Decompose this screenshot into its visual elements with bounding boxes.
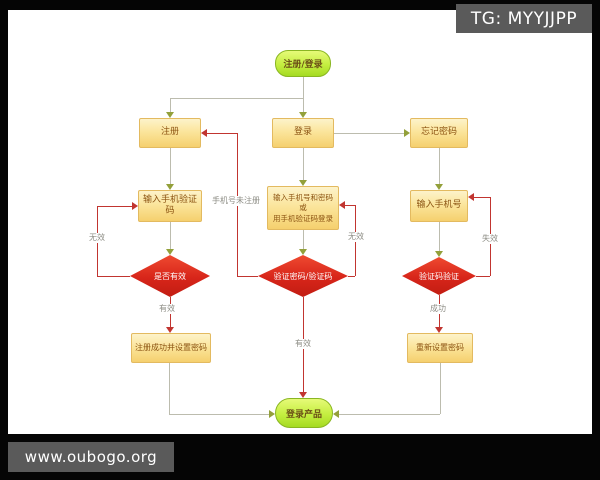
arrow-into-end-right [333,410,339,418]
edge-label-success: 成功 [428,304,448,314]
node-enter-phone-code-label: 输入手机验证码 [142,194,197,216]
arrow-into-end-left [269,410,275,418]
arrow-invalid-into-enter-phone-code [132,202,138,210]
node-register-success-label: 注册成功并设置密码 [135,343,207,352]
node-enter-phone-password-line1: 输入手机号和密码 [273,192,333,202]
arrow-into-verify-password [299,249,307,255]
node-register-label: 注册 [160,127,179,138]
edge-label-expired: 失效 [480,234,500,244]
node-register: 注册 [139,118,201,148]
watermark-website: www.oubogo.org [8,442,174,472]
connector-left-to-end [169,414,269,415]
connector-login-down [303,148,304,180]
arrow-into-enter-phone [435,184,443,190]
edge-label-valid-mid: 有效 [293,339,313,349]
node-end: 登录产品 [275,398,333,428]
node-register-success: 注册成功并设置密码 [131,333,211,363]
connector-login-forgot [334,133,404,134]
arrow-notreg-into-register [201,129,207,137]
connector-register-down [170,148,171,184]
edge-label-invalid-left: 无效 [87,233,107,243]
connector-notreg-top [207,133,237,134]
node-start: 注册/登录 [275,50,331,77]
connector-reset-down-right [440,363,441,414]
arrow-into-login [299,112,307,118]
connector-notreg-bottom [237,276,258,277]
connector-invalid-left-bottom [97,276,130,277]
connector-invalid-left-top [97,206,132,207]
edge-label-valid-left: 有效 [157,304,177,314]
connector-to-is-valid [170,222,171,249]
node-enter-phone-password-line3: 用手机验证码登录 [273,213,333,223]
connector-right-to-end [339,414,440,415]
node-start-label: 注册/登录 [283,60,323,70]
node-enter-phone-code: 输入手机验证码 [138,190,202,222]
node-forgot-password-label: 忘记密码 [420,127,457,138]
node-enter-phone: 输入手机号 [410,190,468,222]
node-verify-code-label: 验证码验证 [419,271,459,281]
node-reset-password-label: 重新设置密码 [416,343,464,352]
connector-to-register [170,98,171,112]
connector-expired-top [474,197,490,198]
connector-start-down [303,77,304,98]
arrow-into-end-top [299,392,307,398]
watermark-telegram: TG: MYYJJPP [456,4,592,33]
arrow-into-reset-password [435,327,443,333]
arrow-invalid-into-enter-phone-password [339,201,345,209]
edge-label-invalid-mid: 无效 [346,232,366,242]
node-enter-phone-label: 输入手机号 [416,200,462,211]
node-login-label: 登录 [293,127,312,138]
connector-invalid-mid-top [345,205,355,206]
node-enter-phone-password-line2: 或 [299,203,307,213]
arrow-into-enter-phone-password [299,180,307,186]
connector-success-down-left [169,363,170,414]
connector-to-verify-code [439,222,440,251]
arrow-into-forgot [404,129,410,137]
node-verify-password-label: 验证密码/验证码 [273,271,333,281]
arrow-expired-into-enter-phone [468,193,474,201]
node-is-valid-label: 是否有效 [154,271,186,281]
node-forgot-password: 忘记密码 [410,118,468,148]
node-enter-phone-password: 输入手机号和密码 或 用手机验证码登录 [267,186,339,230]
connector-to-verify-password [303,230,304,249]
connector-to-login [303,98,304,112]
connector-expired-bottom [476,276,490,277]
edge-label-phone-not-registered: 手机号未注册 [210,196,262,206]
node-reset-password: 重新设置密码 [407,333,473,363]
arrow-into-verify-code [435,251,443,257]
node-login: 登录 [272,118,334,148]
connector-branch-top [170,98,304,99]
arrow-into-enter-phone-code [166,184,174,190]
arrow-into-is-valid [166,249,174,255]
arrow-into-register-success [166,327,174,333]
arrow-into-register [166,112,174,118]
connector-forgot-down [439,148,440,184]
connector-invalid-mid-bottom [348,276,355,277]
node-end-label: 登录产品 [285,409,322,420]
